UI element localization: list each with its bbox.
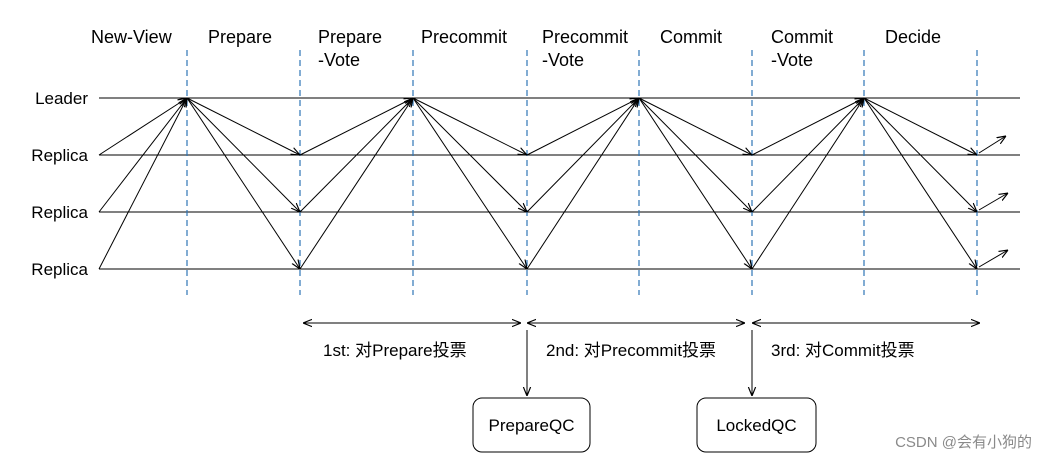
role-label-replica-3: Replica — [31, 260, 88, 279]
phase-dividers — [186, 50, 978, 295]
message-arrow — [863, 97, 977, 155]
message-arrows — [98, 97, 1008, 270]
qc-box-lockedqc: LockedQC — [696, 397, 817, 453]
phase-label-commit-vote-2: -Vote — [771, 50, 813, 70]
message-arrow — [412, 97, 527, 212]
phase-label-prepare-vote-1: Prepare — [318, 27, 382, 47]
message-arrow — [751, 98, 864, 270]
message-arrow — [98, 98, 187, 213]
message-arrow — [186, 97, 300, 269]
message-arrow — [526, 98, 639, 213]
phase-label-prepare-vote-2: -Vote — [318, 50, 360, 70]
continuation-arrow — [978, 136, 1006, 154]
message-arrow — [526, 98, 639, 270]
message-arrow — [299, 98, 413, 270]
message-arrow — [526, 98, 639, 156]
phase-label-commit-vote-1: Commit — [771, 27, 833, 47]
message-arrow — [412, 97, 527, 155]
role-label-replica-1: Replica — [31, 146, 88, 165]
message-arrow — [299, 98, 413, 213]
phase-label-decide: Decide — [885, 27, 941, 47]
message-arrow — [98, 98, 187, 156]
message-arrow — [98, 98, 187, 270]
watermark: CSDN @会有小狗的 — [895, 434, 1032, 451]
vote-span-label-1st: 1st: 对Prepare投票 — [323, 341, 467, 360]
qc-box-label-lockedqc: LockedQC — [716, 416, 796, 435]
qc-box-label-prepareqc: PrepareQC — [489, 416, 575, 435]
phase-label-commit: Commit — [660, 27, 722, 47]
message-arrow — [751, 98, 864, 213]
phase-label-precommit: Precommit — [421, 27, 507, 47]
continuation-arrow — [978, 250, 1008, 268]
qc-box-frame — [696, 397, 817, 453]
message-arrow — [299, 98, 413, 156]
message-arrow — [638, 97, 752, 212]
message-arrow — [863, 97, 977, 269]
phase-label-precommit-vote-1: Precommit — [542, 27, 628, 47]
continuation-arrow — [978, 193, 1008, 211]
vote-span-labels: 1st: 对Prepare投票 2nd: 对Precommit投票 3rd: 对… — [323, 341, 915, 360]
phase-headers: New-View Prepare Prepare -Vote Precommit… — [91, 27, 941, 70]
role-label-replica-2: Replica — [31, 203, 88, 222]
message-arrow — [186, 97, 300, 212]
timelines — [99, 97, 1020, 270]
message-arrow — [186, 97, 300, 155]
role-labels: Leader Replica Replica Replica — [31, 89, 88, 279]
role-label-leader: Leader — [35, 89, 88, 108]
message-arrow — [638, 97, 752, 269]
vote-span-label-3rd: 3rd: 对Commit投票 — [771, 341, 915, 360]
message-arrow — [863, 97, 977, 212]
qc-box-prepareqc: PrepareQC — [472, 397, 591, 453]
qc-box-frame — [472, 397, 591, 453]
message-arrow — [638, 97, 752, 155]
qc-arrows — [527, 330, 752, 396]
message-arrow — [412, 97, 527, 269]
vote-span-label-2nd: 2nd: 对Precommit投票 — [546, 341, 716, 360]
phase-label-precommit-vote-2: -Vote — [542, 50, 584, 70]
phase-label-prepare: Prepare — [208, 27, 272, 47]
message-arrow — [751, 98, 864, 156]
phase-label-new-view: New-View — [91, 27, 173, 47]
